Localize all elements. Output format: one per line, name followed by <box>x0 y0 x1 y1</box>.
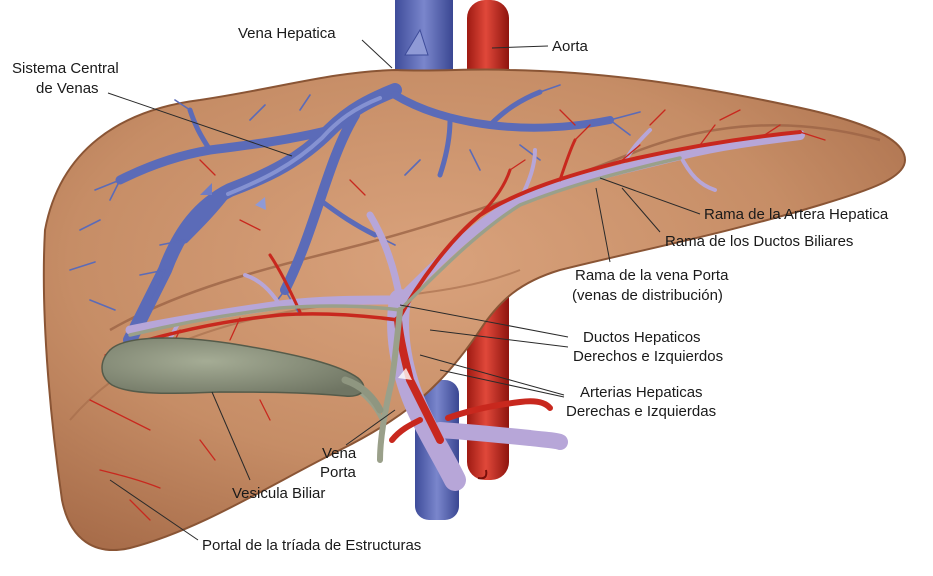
label-vena-porta-2: Porta <box>320 464 357 481</box>
label-vena-hepatica: Vena Hepatica <box>238 25 336 42</box>
label-rama-arteria: Rama de la Artera Hepatica <box>704 206 889 223</box>
label-arterias-hepaticas-2: Derechas e Izquierdas <box>566 403 716 420</box>
label-ductos-hepaticos-1: Ductos Hepaticos <box>583 329 701 346</box>
label-vena-porta-1: Vena <box>322 445 357 462</box>
label-aorta: Aorta <box>552 38 589 55</box>
label-rama-vena-porta-2: (venas de distribución) <box>572 287 723 304</box>
label-sistema-central-2: de Venas <box>36 80 99 97</box>
label-vesicula-biliar: Vesicula Biliar <box>232 485 325 502</box>
label-rama-vena-porta-1: Rama de la vena Porta <box>575 267 729 284</box>
label-rama-ductos: Rama de los Ductos Biliares <box>665 233 853 250</box>
label-arterias-hepaticas-1: Arterias Hepaticas <box>580 384 703 401</box>
label-ductos-hepaticos-2: Derechos e Izquierdos <box>573 348 723 365</box>
label-sistema-central-1: Sistema Central <box>12 60 119 77</box>
label-portal-triada: Portal de la tríada de Estructuras <box>202 537 421 554</box>
